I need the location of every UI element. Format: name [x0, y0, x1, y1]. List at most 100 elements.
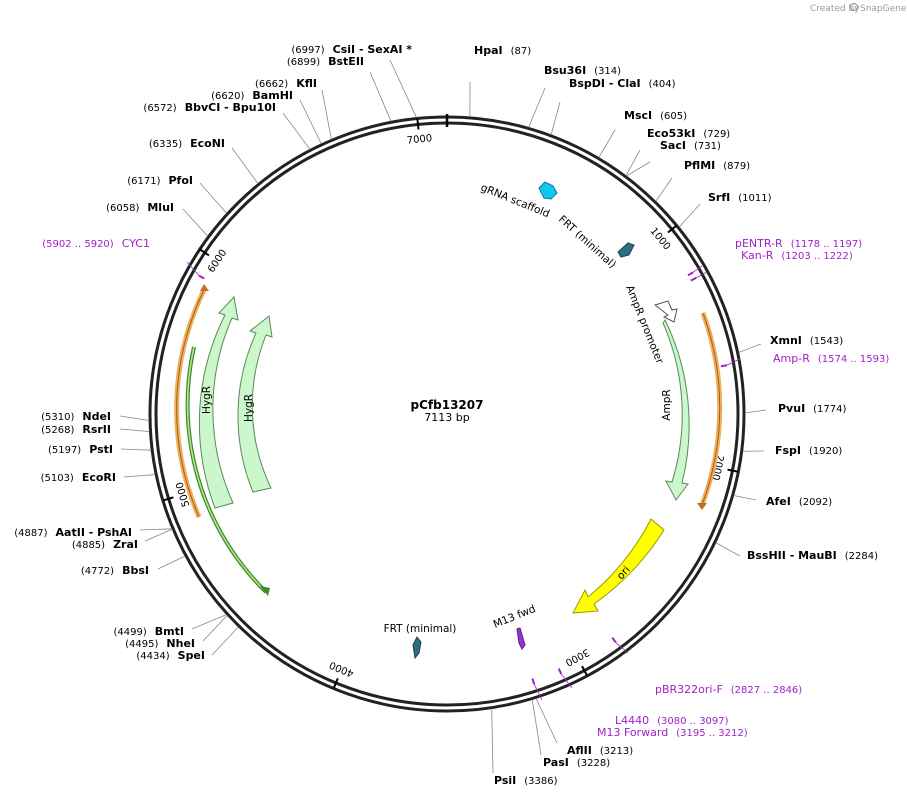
site-callout-line [191, 614, 227, 630]
grna-scaffold-arrow [538, 181, 558, 200]
site-label: (4885)ZraI [72, 538, 138, 551]
site-callout-line [182, 208, 209, 237]
primer-callout-line [692, 265, 703, 273]
site-label: Bsu36I(314) [544, 64, 621, 77]
site-callout-line [157, 555, 186, 570]
site-callout-line [199, 182, 227, 214]
site-callout-line [738, 343, 762, 353]
m13-fwd-label: M13 fwd [492, 603, 538, 631]
site-callout-line [389, 59, 417, 118]
tick-mark [727, 468, 739, 473]
site-label: HpaI(87) [474, 44, 531, 57]
site-callout-line [139, 528, 173, 531]
site-label: (5197)PstI [48, 443, 113, 456]
site-callout-line [550, 101, 561, 135]
site-callout-line [733, 495, 757, 501]
site-callout-line [715, 542, 741, 557]
site-callout-line [282, 112, 311, 150]
site-callout-line [321, 89, 332, 140]
tick-label: 6000 [206, 248, 229, 275]
site-callout-line [744, 409, 767, 414]
site-label: AfeI(2092) [766, 495, 832, 508]
site-callout-line [598, 129, 616, 158]
site-label: BspDI - ClaI(404) [569, 77, 676, 90]
site-label: (5268)RsrII [41, 423, 111, 436]
site-callout-line [531, 699, 542, 756]
tick-mark [199, 248, 210, 257]
site-label: (4772)BbsI [81, 564, 149, 577]
tick-mark [332, 677, 339, 689]
site-label: BssHII - MauBI(2284) [747, 549, 878, 562]
frt-arrow-right [617, 242, 635, 258]
site-callout-line [123, 474, 156, 478]
site-callout-line [625, 149, 641, 176]
site-label: (4495)NheI [125, 637, 195, 650]
primer-callout-line [615, 642, 629, 654]
site-label: (6572)BbvCI - Bpu10I [143, 101, 276, 114]
frt-label-bottom: FRT (minimal) [384, 623, 457, 635]
ampr-promoter-label: AmpR promoter [623, 284, 666, 366]
site-callout-line [231, 147, 259, 184]
site-label: (6171)PfoI [127, 174, 193, 187]
site-callout-line [528, 87, 546, 128]
site-label: (5103)EcoRI [41, 471, 116, 484]
site-callout-line [655, 177, 673, 202]
primer-binding-mark [720, 364, 727, 368]
site-callout-line [119, 415, 150, 421]
primer-sites: pENTR-R(1178 .. 1197)Kan-R(1203 .. 1222)… [42, 237, 889, 739]
primer-binding-mark [690, 276, 697, 282]
site-label: (6335)EcoNI [149, 137, 225, 150]
primer-label: Kan-R(1203 .. 1222) [741, 249, 853, 262]
orange-arc-right-arrow [697, 503, 707, 510]
ampr-promoter-arrow [653, 300, 678, 323]
site-label: (4499)BmtI [114, 625, 184, 638]
primer-label: pENTR-R(1178 .. 1197) [735, 237, 862, 250]
brand-label: SnapGene [860, 4, 907, 14]
primer-callout-line [533, 684, 543, 701]
site-callout-line [678, 203, 701, 228]
site-label: PflMI(879) [684, 159, 750, 172]
tick-mark [416, 118, 420, 130]
primer-binding-mark [198, 274, 205, 280]
restriction-sites: HpaI(87)Bsu36I(314)BspDI - ClaI(404)MscI… [14, 43, 878, 787]
hygr-label-outer: HygR [201, 386, 213, 414]
site-callout-line [120, 448, 152, 451]
primer-callout-line [186, 261, 200, 276]
site-callout-line [369, 71, 392, 122]
site-label: (4434)SpeI [136, 649, 205, 662]
site-label: SacI(731) [660, 139, 721, 152]
green-arc-left-arrow [260, 586, 270, 596]
site-label: (4887)AatII - PshAI [14, 526, 132, 539]
site-label: AflII(3213) [567, 744, 633, 757]
site-label: (6058)MluI [106, 201, 174, 214]
site-label: (6997)CsiI - SexAI * [291, 43, 412, 56]
tick-label: 3000 [563, 646, 591, 668]
tick-mark [581, 665, 589, 677]
primer-label: Amp-R(1574 .. 1593) [773, 352, 889, 365]
ampr-arrow [662, 318, 690, 501]
site-callout-line [626, 161, 651, 177]
site-callout-line [299, 99, 322, 144]
frt-label-right: FRT (minimal) [556, 213, 618, 271]
m13-fwd-arrow [516, 627, 526, 650]
primer-callout-line [696, 271, 708, 279]
hygr-label-inner: HygR [243, 394, 255, 422]
primer-callout-line [726, 358, 741, 366]
frt-arrow-bottom [412, 636, 422, 660]
tick-label: 4000 [328, 659, 356, 679]
snapgene-logo-icon [849, 2, 859, 12]
created-by-label: Created by [810, 4, 860, 14]
primer-binding-mark [531, 678, 536, 685]
site-label: XmnI(1543) [770, 334, 843, 347]
primer-label: L4440(3080 .. 3097) [615, 714, 729, 727]
plasmid-name: pCfb13207 [411, 398, 484, 412]
tick-label: 7000 [406, 133, 432, 146]
hygr-arrow-inner [237, 315, 273, 493]
site-label: Eco53kI(729) [647, 127, 730, 140]
site-label: (6899)BstEII [287, 55, 364, 68]
primer-label: pBR322ori-F(2827 .. 2846) [655, 683, 802, 696]
hygr-arrow-outer [198, 295, 239, 509]
primer-binding-mark [687, 271, 694, 277]
primer-label: (5902 .. 5920)CYC1 [42, 237, 150, 250]
